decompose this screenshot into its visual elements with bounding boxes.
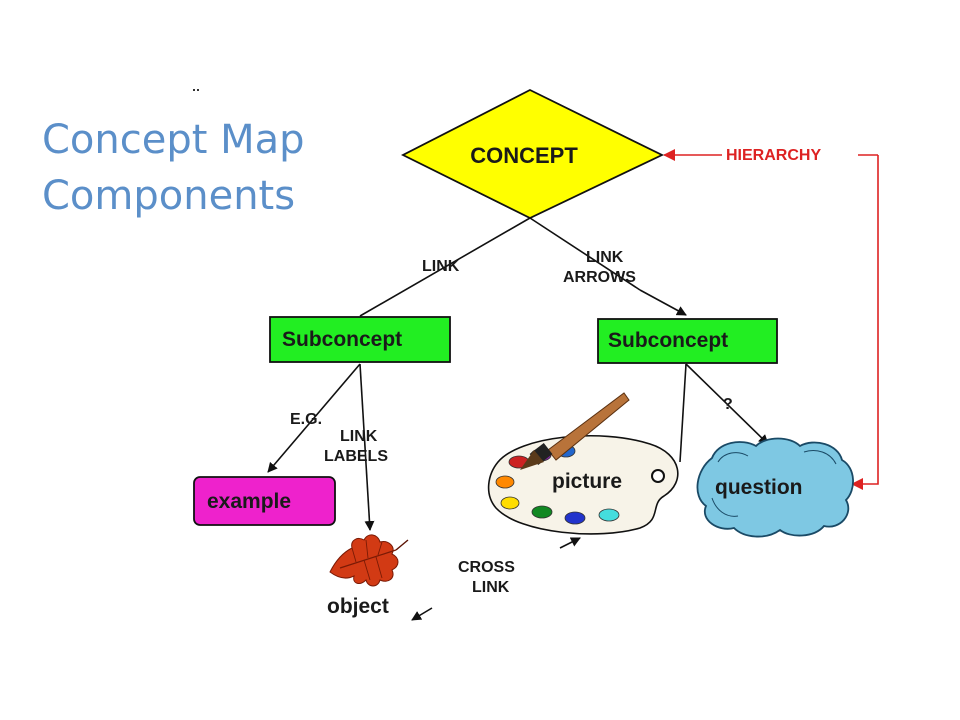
eg-label: E.G.: [290, 411, 322, 428]
example-node[interactable]: [193, 476, 336, 526]
link-labels-label-line2: LABELS: [324, 448, 388, 465]
link-concept-to-right-subconcept-b: [639, 289, 687, 316]
picture-label: picture: [552, 470, 622, 493]
link-lines: [267, 217, 769, 621]
cross-link-label-line1: CROSS: [458, 559, 515, 576]
hierarchy-label: HIERARCHY: [726, 147, 821, 164]
link-concept-to-left-subconcept: [359, 217, 531, 317]
link-right-sub-to-question: [685, 363, 769, 445]
link-left-sub-to-object: [359, 363, 375, 531]
link-label: LINK: [422, 258, 460, 275]
question-label: question: [715, 476, 803, 499]
cross-link-arrow-upper: [559, 537, 581, 549]
link-left-sub-to-example: [267, 363, 361, 473]
concept-label: CONCEPT: [470, 143, 578, 168]
example-label: example: [207, 490, 291, 513]
link-concept-to-right-subconcept-a: [529, 217, 641, 291]
subconcept-left-node[interactable]: [269, 316, 451, 363]
link-right-sub-to-picture: [679, 363, 687, 463]
link-arrows-label-line1: LINK: [586, 249, 624, 266]
paintbrush-icon: [520, 392, 630, 470]
question-mark-label: ?: [723, 396, 733, 413]
hierarchy-connector: [663, 149, 879, 490]
object-label: object: [327, 595, 389, 618]
link-arrows-label-line2: ARROWS: [563, 269, 636, 286]
cross-link-label-line2: LINK: [472, 579, 510, 596]
title-line-2: Components: [42, 173, 296, 219]
concept-node[interactable]: [401, 88, 665, 220]
cloud-texture: [711, 450, 837, 517]
title-line-1: Concept Map: [42, 117, 305, 163]
question-node[interactable]: [696, 437, 854, 538]
cross-link-arrow-lower: [411, 607, 433, 621]
subconcept-right-node[interactable]: [597, 318, 778, 364]
slide-title: Concept Map Components: [42, 112, 305, 224]
leaf-icon: [329, 534, 409, 587]
link-labels-label-line1: LINK: [340, 428, 378, 445]
stray-marks: [193, 89, 199, 91]
subconcept-left-label: Subconcept: [282, 328, 402, 351]
subconcept-right-label: Subconcept: [608, 329, 728, 352]
